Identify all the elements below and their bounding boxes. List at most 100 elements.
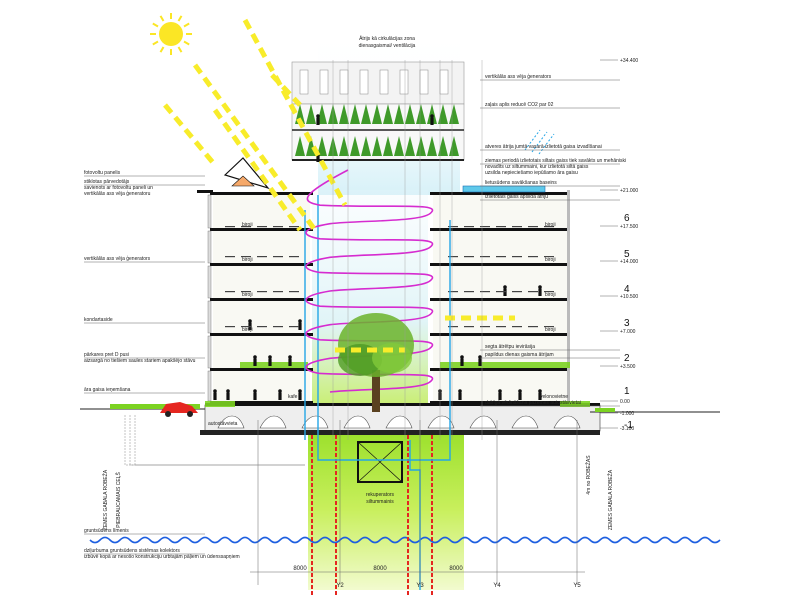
vertical-label: ZEMES GABALA ROBEŽA [606,469,614,530]
level-markers: +34.400 +21.000 +17.500 +14.000 +10.500 +7.00… [600,58,638,432]
room-cafe: kafe [288,394,298,400]
annotation-text: lietusūdens savākšanas baseins [485,180,557,186]
annotation-text: fotovoltu panelis [84,170,121,176]
tree-icon [339,104,349,124]
floor-number: -1 [624,420,633,431]
recuperator-label-1: rekuperators [366,492,395,498]
top-tower [291,61,465,161]
floor-slabs [197,114,601,432]
room-labels: biroji biroji biroji biroji biroji biroji biro… [208,222,568,427]
level-label: 0.00 [620,399,630,405]
tree-icon [383,136,393,156]
vertical-label: PIEBRAUCAMAIS CEĻŠ [115,472,122,528]
annotation-text: savienots ar fotovoltu paneli un [84,185,153,191]
recuperator-label-2: siltummainis [366,499,394,505]
annotation-text: ziemas periodā izlietotais siltais gaiss… [485,158,626,164]
parked-car [511,415,539,429]
axis-name: Y2 [336,583,344,589]
solar-ray-1 [242,18,348,207]
room-office: biroji [545,327,556,333]
tree-icon [350,136,360,156]
floor-number: 1 [624,386,630,397]
parked-car [259,415,287,429]
tree-icon [372,104,382,124]
tree-icon [449,104,459,124]
leader-lines [84,79,620,555]
left-annotations: fotovoltu panelis stiklotas pārvedotājssa… [84,170,240,560]
axis-dimension: 8000 [293,566,307,572]
room-parking: autostāvvieta [208,421,238,427]
floor-number: 3 [624,318,630,329]
level-label: +10.500 [620,294,638,300]
solar-ray-2 [212,108,303,232]
level-label: +17.500 [620,224,638,230]
room-office: biroji [545,257,556,263]
room-office: biroji [242,222,253,228]
sun-icon [150,13,192,55]
axis-name: Y3 [416,583,424,589]
annotation-text: izlietotais gaiss apsilda ātriju [485,194,548,200]
groundwater-wave [89,536,721,544]
annotation-text: gruntsūdens līmenis [84,528,129,534]
level-label: -3.100 [620,426,634,432]
annotation-text: aizsargā no tiešiem saules stariem apakš… [84,358,196,364]
annotation-text: novadīts uz siltummaini, kur izlietotā s… [485,164,589,170]
level-label: -1.000 [620,411,634,417]
tree-icon [427,104,437,124]
geothermal-green-zone [308,410,464,590]
tree-icon [416,136,426,156]
axis-dimension: 8000 [449,566,463,572]
floor-number: 4 [624,284,630,295]
annotation-text: atveres ātrija jumtā vasarā izlietotā ga… [485,144,602,150]
tree-icon [394,136,404,156]
level-label: +34.400 [620,58,638,64]
annotation-text: dziļurbuma gruntsūdens sistēmas kolektor… [84,548,180,554]
parked-car [553,415,581,429]
annotation-text: uzsilda nepieciešamo iepūšamo āra gaisu [485,170,578,176]
room-office: biroji [242,327,253,333]
room-office: biroji [545,222,556,228]
tree-icon [438,136,448,156]
annotation-text: stiklotas pārvedotājs [84,179,130,185]
ventilation-spiral [305,169,434,393]
room-office: biroji [242,292,253,298]
parked-car [427,415,455,429]
room-office: biroji [545,292,556,298]
vertical-label: ZEMES GABALA ROBEŽA [101,469,109,530]
annotation-text: āra gaisa ieņemšana [84,387,131,393]
level-label: +14.000 [620,259,638,265]
annotation-text: vertikālās ass vēja ģenerators [84,255,151,262]
rainwater-basin [462,185,546,193]
recuperator-box [357,441,403,483]
level-label: +3.500 [620,364,636,370]
solar-ray-0 [192,63,318,232]
top-note-line-1: Ātrijs kā cirkulācijas zona [359,35,415,42]
vertical-label: 4m no ROBEŽAS [584,455,592,495]
parked-car [301,415,329,429]
tree-icon [361,104,371,124]
annotation-text: zaļais aplis reducē CO2 par 02 [485,102,554,108]
ground-pipes [311,435,433,595]
vertical-boundary-labels: ZEMES GABALA ROBEŽA PIEBRAUCAMAIS CEĻŠ 4m … [101,455,614,530]
level-label: +7.000 [620,329,636,335]
tree-icon [405,136,415,156]
annotation-text: izbūvē kopā ar nesošo konstrukciju urbta… [84,554,240,560]
floor-number: 6 [624,213,630,224]
room-office: biroji [242,257,253,263]
solar-ray-3 [163,103,217,167]
tree-icon [350,104,360,124]
annotation-text: pārkares pret D pusi [84,352,129,358]
floor-number: 5 [624,249,630,260]
solar-rays [163,18,515,353]
parked-car [385,415,413,429]
axis-name: Y4 [493,583,501,589]
tree-icon [438,104,448,124]
parked-car [469,415,497,429]
car-icon [160,402,198,417]
tree-icon [449,136,459,156]
level-label: +21.000 [620,188,638,194]
